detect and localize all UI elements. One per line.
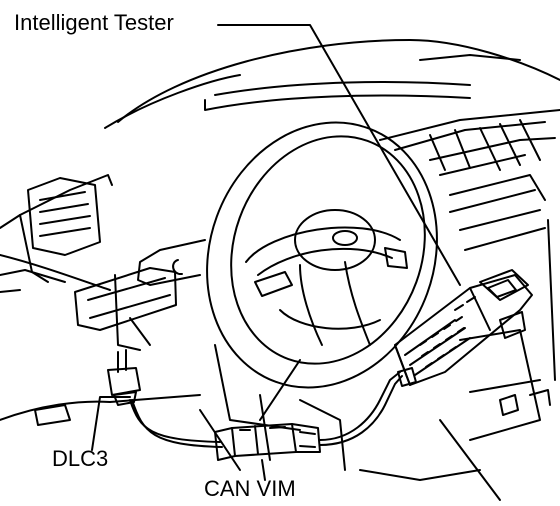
steering-column	[114, 239, 501, 501]
center-console	[379, 109, 560, 441]
dlc3-connector	[107, 349, 141, 406]
can-vim-label: CAN VIM	[204, 476, 296, 501]
intelligent-tester-label: Intelligent Tester	[14, 10, 174, 35]
cables	[129, 371, 403, 448]
intelligent-tester-device	[394, 269, 533, 387]
dashboard-outline	[104, 39, 560, 129]
steering-wheel	[206, 121, 438, 389]
leader-lines	[91, 24, 461, 481]
left-dashboard	[0, 174, 201, 426]
can-vim-box	[214, 423, 321, 461]
dlc3-label: DLC3	[52, 446, 109, 471]
